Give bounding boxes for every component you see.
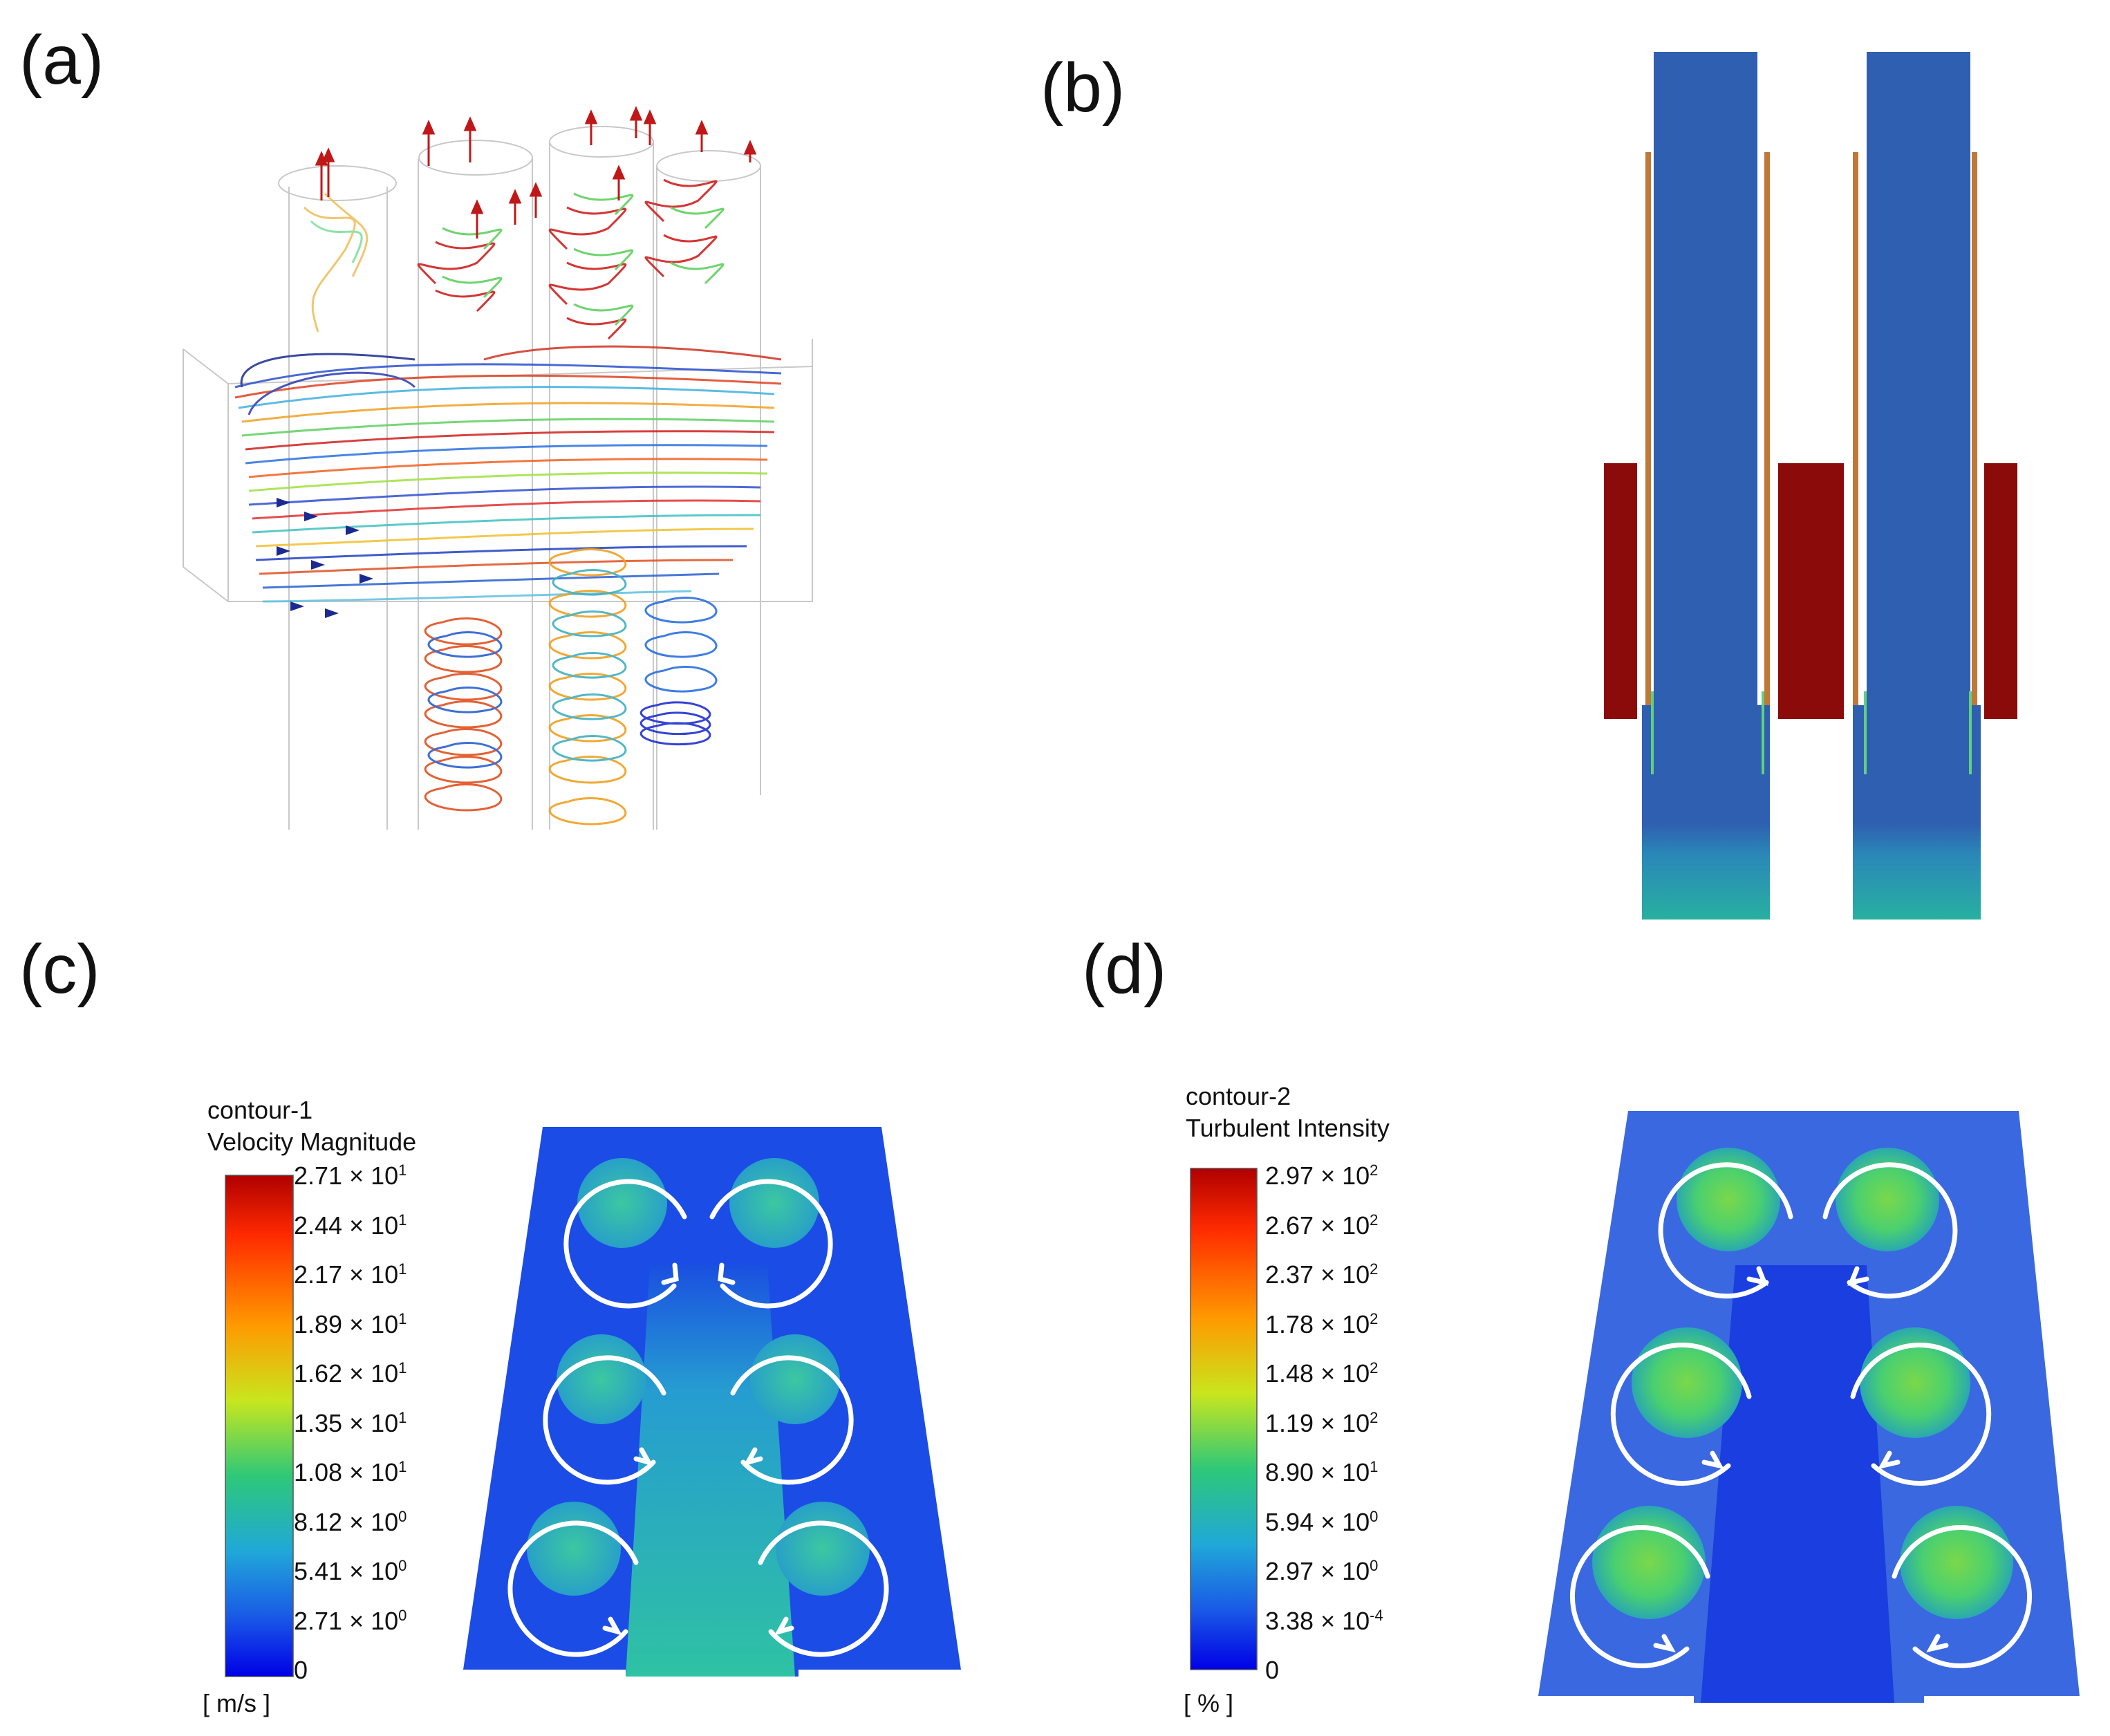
heat-source-middle: [1778, 463, 1844, 719]
legend-d-tick: 1.19 × 102: [1265, 1408, 1379, 1437]
inlet-streamlines: [234, 345, 782, 603]
wall-right-outer: [1972, 152, 1977, 774]
legend-d-unit: [ % ]: [1184, 1689, 1234, 1717]
channel-left-bottom: [1642, 705, 1770, 920]
legend-c-tick: 2.17 × 101: [294, 1260, 407, 1289]
legend-d-tick: 8.90 × 101: [1265, 1458, 1379, 1486]
helical-streamlines: [303, 178, 725, 825]
legend-c-tick: 1.89 × 101: [294, 1309, 407, 1338]
panel-label-c: (c): [19, 931, 100, 1008]
legend-c-tick: 8.12 × 100: [294, 1507, 407, 1536]
legend-c-tick: 5.41 × 100: [294, 1557, 407, 1585]
legend-d-tick: 1.48 × 102: [1265, 1359, 1379, 1388]
legend-c-tick: 2.71 × 101: [294, 1161, 407, 1190]
legend-c-tick: 1.08 × 101: [294, 1458, 407, 1486]
colorbar-c: [225, 1175, 294, 1677]
panel-label-b: (b): [1040, 49, 1126, 127]
channel-right: [1867, 52, 1970, 778]
legend-d-tick: 2.97 × 102: [1265, 1161, 1379, 1190]
panel-label-a: (a): [19, 21, 104, 99]
turbulence-contour: [1190, 1111, 2080, 1703]
wall-left-outer: [1645, 152, 1651, 774]
legend-d-tick: 2.67 × 102: [1265, 1211, 1379, 1240]
legend-d-tick: 2.97 × 100: [1265, 1557, 1379, 1585]
legend-d-tick: 0: [1265, 1656, 1280, 1684]
legend-c-tick: 1.62 × 101: [294, 1359, 407, 1388]
colorbar-d: [1190, 1168, 1258, 1670]
legend-d-title: contour-2 Turbulent Intensity: [1186, 1082, 1390, 1142]
legend-c-tick: 2.44 × 101: [294, 1211, 407, 1240]
legend-d-tick: 2.37 × 102: [1265, 1260, 1379, 1289]
channel-left: [1654, 52, 1757, 778]
panel-label-d: (d): [1082, 931, 1167, 1008]
streamline-view: [183, 106, 813, 830]
outlet-arrows: [315, 106, 757, 239]
velocity-contour: [225, 1127, 961, 1677]
vortex-arrows-d: [1569, 1162, 2033, 1668]
wall-right-inner: [1853, 152, 1858, 774]
legend-d-tick: 1.78 × 102: [1265, 1309, 1379, 1338]
inlet-arrows: [277, 498, 373, 618]
heat-source-left: [1604, 463, 1637, 719]
channel-right-bottom: [1853, 705, 1981, 920]
legend-c-tick: 2.71 × 100: [294, 1606, 407, 1635]
heat-source-right: [1984, 463, 2017, 719]
legend-c-tick: 1.35 × 101: [294, 1408, 407, 1437]
vortex-arrows-c: [507, 1179, 889, 1657]
legend-c-title: contour-1 Velocity Magnitude: [207, 1096, 417, 1156]
section-view: [1604, 52, 2017, 920]
legend-c-unit: [ m/s ]: [203, 1689, 270, 1717]
legend-c-tick: 0: [294, 1656, 308, 1684]
domain-wireframe: [183, 126, 813, 830]
wall-left-inner: [1764, 152, 1770, 774]
legend-d-tick: 3.38 × 10-4: [1265, 1606, 1383, 1635]
legend-d-tick: 5.94 × 100: [1265, 1507, 1379, 1536]
